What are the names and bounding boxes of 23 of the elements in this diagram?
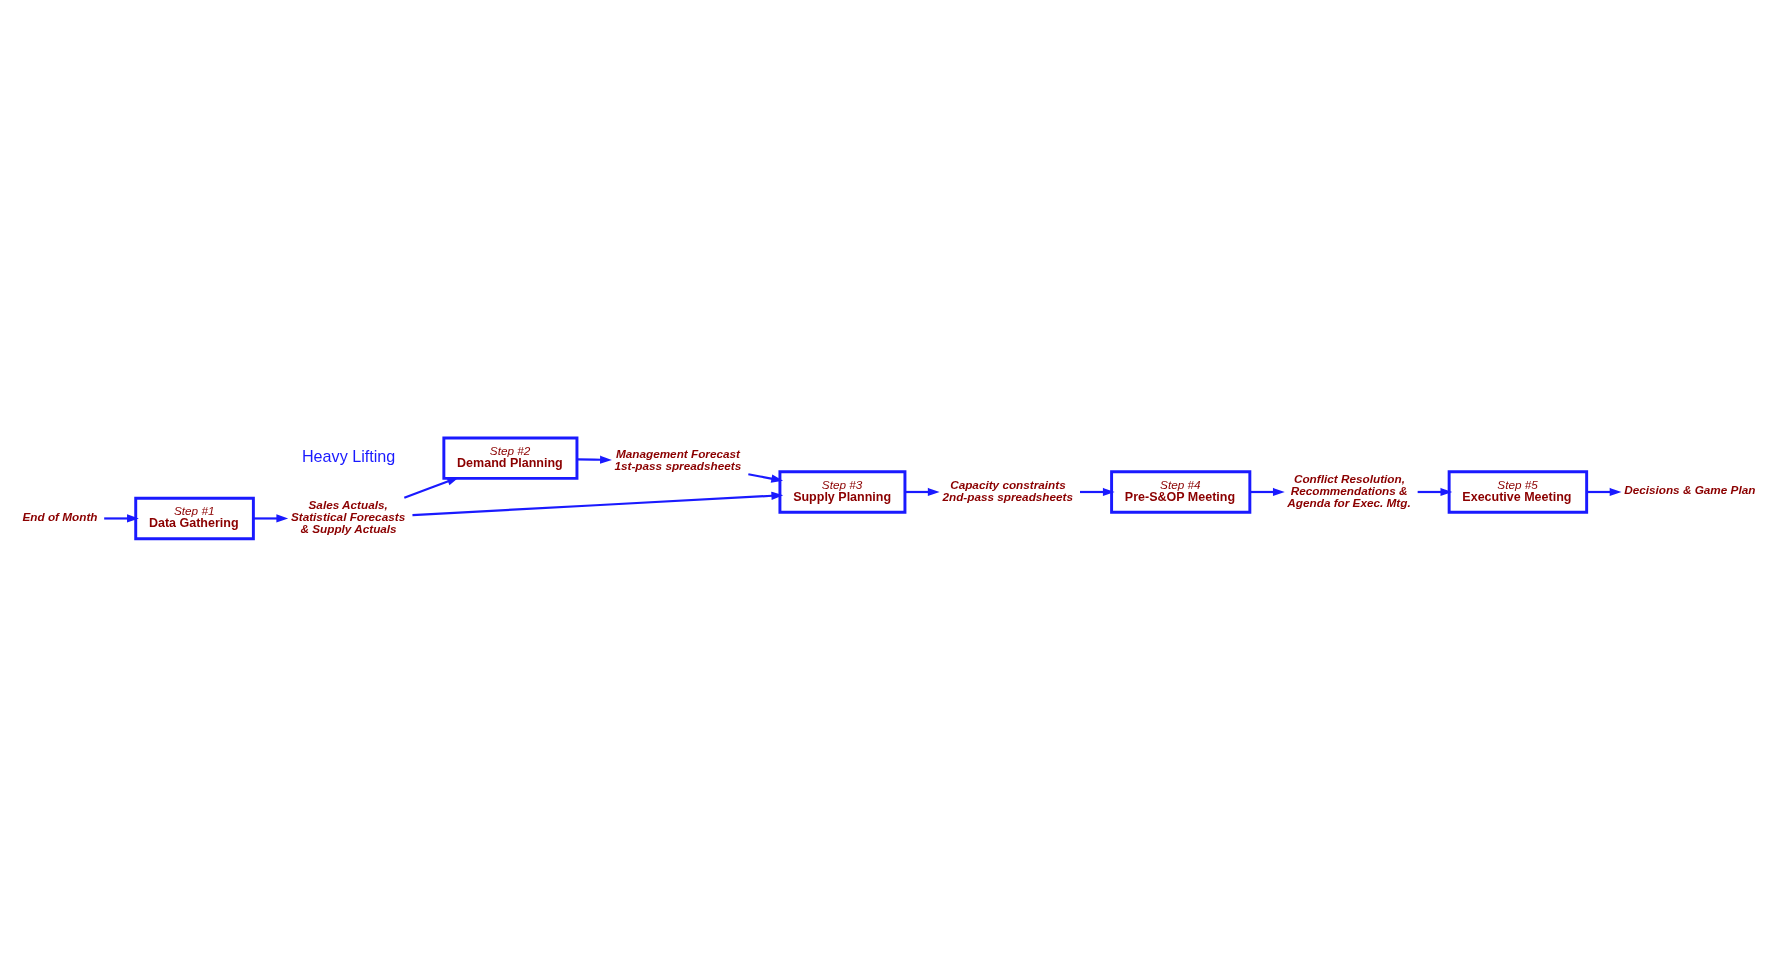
node-text: Conflict Resolution, Recommendations & Agenda for Exec. Mtg.	[1287, 471, 1411, 509]
arrow	[1250, 487, 1285, 496]
arrow	[1417, 487, 1453, 496]
node-box: Step #2 Demand Planning	[442, 435, 579, 480]
node-text: Capacity constraints 2nd-pass spreadsheets	[942, 477, 1074, 503]
node-text: Management Forecast 1st-pass spreadsheets	[614, 446, 742, 472]
node-text: Sales Actuals, Statistical Forecasts & Supply Actuals	[290, 498, 406, 535]
arrow	[576, 455, 612, 464]
arrow	[905, 487, 940, 496]
node-text: End of Month	[22, 509, 98, 523]
arrow	[403, 476, 459, 499]
label: Heavy Lifting	[301, 446, 396, 465]
node-text: Decisions & Game Plan	[1624, 482, 1756, 496]
node-box: Step #4 Pre-S&OP Meeting	[1110, 469, 1252, 514]
arrow	[253, 513, 289, 523]
arrow	[748, 472, 784, 483]
node-box: Step #3 Supply Planning	[778, 469, 907, 514]
node-box: Step #5 Executive Meeting	[1447, 469, 1589, 514]
node-box: Step #1 Data Gathering	[134, 496, 255, 540]
arrow	[412, 491, 784, 516]
arrow	[1080, 487, 1115, 496]
arrow	[104, 513, 139, 523]
arrow	[1586, 487, 1622, 496]
